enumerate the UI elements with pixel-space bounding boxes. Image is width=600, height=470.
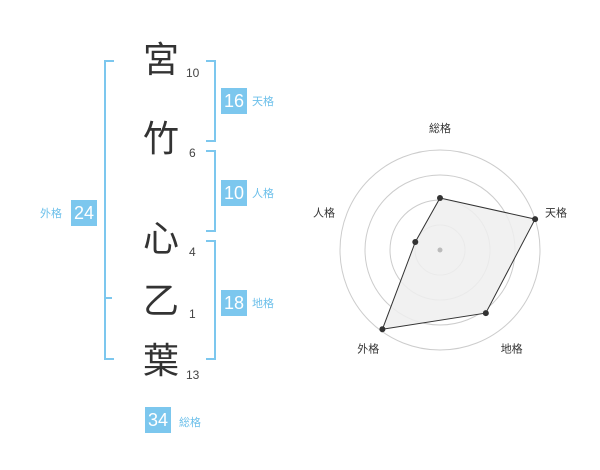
tenkaku-bracket <box>206 60 216 142</box>
radar-point-1 <box>437 195 443 201</box>
radar-ring-4 <box>339 149 541 351</box>
stroke-count-1: 10 <box>186 66 200 80</box>
chikaku-label: 地格 <box>252 297 274 310</box>
chikaku-bracket <box>206 240 216 360</box>
gaikaku-bracket-tick <box>104 297 112 299</box>
soukaku-value-badge: 34 <box>145 407 171 433</box>
name-char-2: 竹 <box>142 119 179 160</box>
gaikaku-bracket <box>104 60 114 360</box>
radar-axis-label-3: 地格 <box>501 342 523 356</box>
radar-point-5 <box>412 238 419 245</box>
radar-axis-label-1: 総格 <box>429 121 451 135</box>
radar-point-2 <box>532 216 539 223</box>
radar-series-area <box>381 197 536 330</box>
radar-axis-label-4: 外格 <box>357 342 379 356</box>
gaikaku-label: 外格 <box>40 207 62 220</box>
radar-point-3 <box>482 310 489 317</box>
jinkaku-label: 人格 <box>252 187 274 200</box>
name-char-5: 葉 <box>142 341 179 382</box>
stroke-count-2: 6 <box>189 146 196 160</box>
soukaku-label: 総格 <box>179 416 201 429</box>
radar-point-4 <box>379 326 386 333</box>
name-char-1: 宮 <box>142 40 179 81</box>
stroke-count-5: 13 <box>186 368 200 382</box>
name-char-3: 心 <box>142 219 179 260</box>
name-char-4: 乙 <box>142 281 179 322</box>
radar-points <box>379 195 539 333</box>
radar-center-dot <box>437 247 443 253</box>
stroke-count-3: 4 <box>189 245 196 259</box>
chikaku-value-badge: 18 <box>221 290 247 316</box>
tenkaku-label: 天格 <box>252 95 274 108</box>
stroke-count-4: 1 <box>189 307 196 321</box>
jinkaku-value-badge: 10 <box>221 180 247 206</box>
radar-axis-label-2: 天格 <box>545 205 567 219</box>
radar-axis-label-5: 人格 <box>313 205 335 219</box>
gaikaku-value-badge: 24 <box>71 200 97 226</box>
tenkaku-value-badge: 16 <box>221 88 247 114</box>
jinkaku-bracket <box>206 150 216 232</box>
